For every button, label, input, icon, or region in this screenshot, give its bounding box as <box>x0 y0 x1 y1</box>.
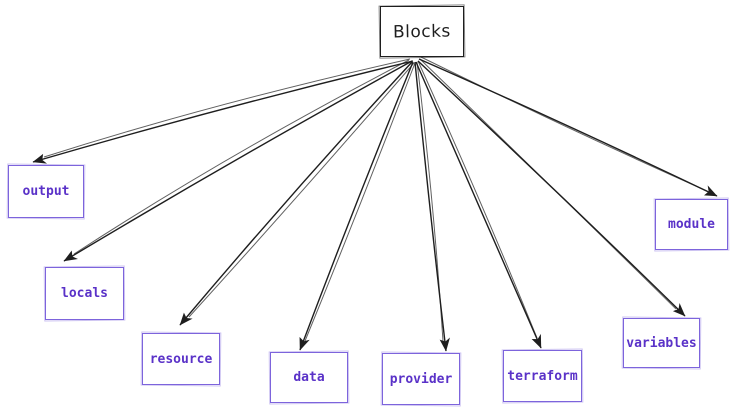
edge-blocks-locals-sketch <box>73 59 410 255</box>
edge-blocks-resource-sketch <box>188 62 415 318</box>
node-data: data <box>270 352 348 403</box>
node-module: module <box>655 199 728 250</box>
node-output-label: output <box>22 184 70 199</box>
edge-blocks-data-sketch <box>304 62 416 342</box>
edge-blocks-provider-sketch <box>416 61 444 342</box>
edge-blocks-module <box>418 58 718 197</box>
node-data-label: data <box>293 370 325 385</box>
edge-blocks-variables <box>417 60 686 317</box>
node-locals: locals <box>45 267 124 320</box>
node-output: output <box>8 165 84 218</box>
node-module-label: module <box>668 217 715 232</box>
node-terraform: terraform <box>503 350 582 402</box>
edge-blocks-provider <box>414 61 450 352</box>
edge-blocks-output <box>32 60 414 164</box>
edge-blocks-locals <box>63 60 413 262</box>
node-blocks: Blocks <box>380 6 464 57</box>
edge-blocks-terraform-sketch <box>417 60 538 339</box>
edge-blocks-resource <box>179 61 413 326</box>
edge-blocks-terraform <box>415 61 542 349</box>
node-variables: variables <box>623 318 700 368</box>
node-terraform-label: terraform <box>507 368 578 384</box>
node-resource-label: resource <box>149 351 213 367</box>
node-provider-label: provider <box>389 371 453 387</box>
node-blocks-label: Blocks <box>392 20 452 43</box>
node-resource: resource <box>142 333 220 385</box>
node-variables-label: variables <box>626 335 697 351</box>
edge-blocks-module-sketch <box>420 56 708 192</box>
node-provider: provider <box>382 353 460 405</box>
edge-blocks-variables-sketch <box>419 58 677 310</box>
edge-blocks-output-sketch <box>43 58 411 158</box>
edge-blocks-data <box>299 61 414 351</box>
node-locals-label: locals <box>61 286 108 301</box>
